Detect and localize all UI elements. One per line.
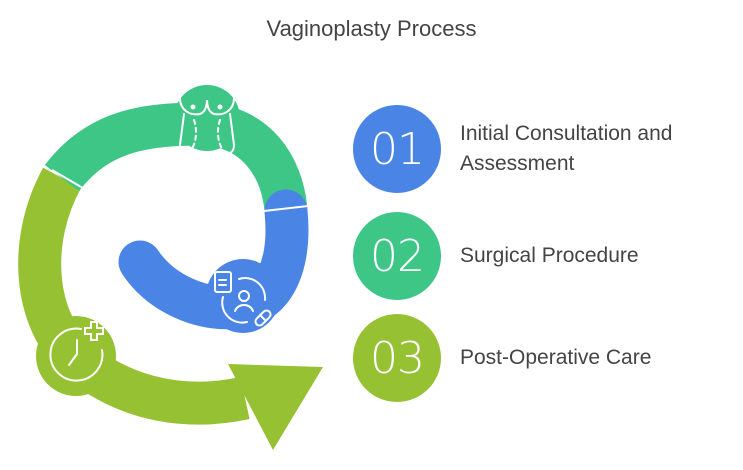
page-title: Vaginoplasty Process <box>266 16 477 41</box>
consultation-icon <box>206 259 280 333</box>
step-label: Post-Operative Care <box>460 346 652 369</box>
clock-plus-icon <box>36 316 116 396</box>
step-number-badge: 02 <box>353 212 441 300</box>
green-segment <box>44 102 308 213</box>
step-label: Surgical Procedure <box>460 244 639 267</box>
step-label: Initial Consultation and Assessment <box>460 122 673 175</box>
step-3: 03 Post-Operative Care <box>353 314 730 402</box>
body-icon <box>174 85 240 154</box>
step-2: 02 Surgical Procedure <box>353 212 730 300</box>
step-number-badge: 01 <box>353 105 441 193</box>
step-number-badge: 03 <box>353 314 441 402</box>
step-1: 01 Initial Consultation and Assessment <box>353 105 730 193</box>
arrowhead <box>228 364 323 450</box>
